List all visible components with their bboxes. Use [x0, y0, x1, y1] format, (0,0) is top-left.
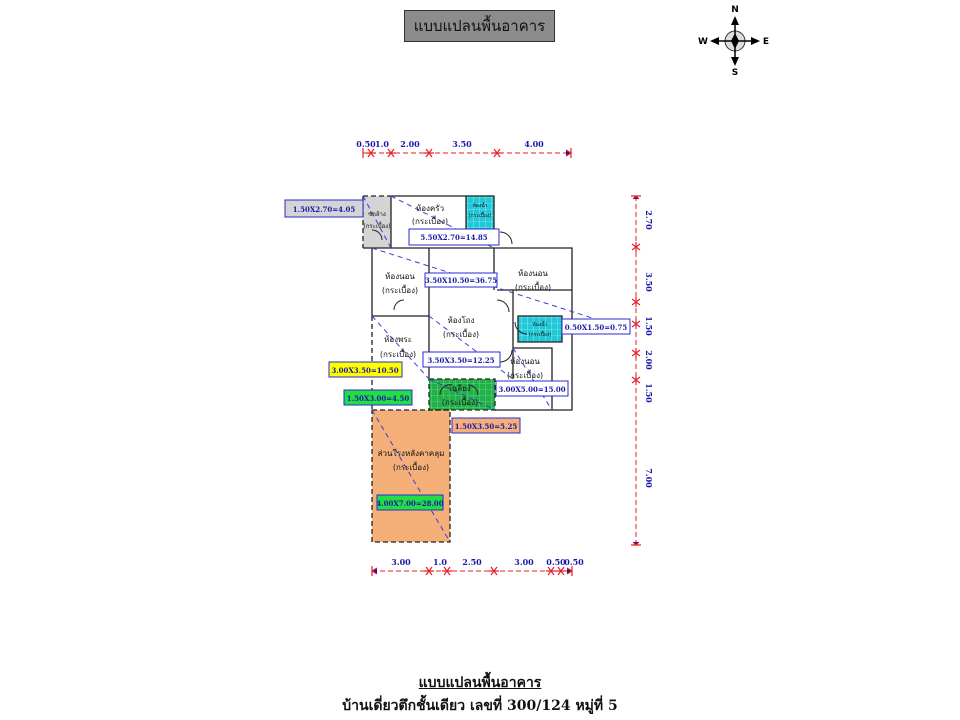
room-bath2-floor: (กระเบื้อง): [529, 329, 552, 338]
area-label-bed3: 3.00X5.00=15.00: [495, 380, 569, 397]
dim-bottom-1: 1.0: [433, 557, 447, 567]
room-bed3-floor: (กระเบื้อง): [507, 369, 543, 380]
svg-text:3.00X5.00=15.00: 3.00X5.00=15.00: [498, 385, 565, 394]
dim-right-5: 7.00: [644, 468, 654, 488]
room-kitchen-name: ห้องครัว: [416, 204, 444, 213]
footer-title: แบบแปลนพื้นอาคาร: [418, 675, 542, 691]
svg-text:1.50X2.70=4.05: 1.50X2.70=4.05: [293, 205, 356, 214]
area-label-kitchen: 5.50X2.70=14.85: [408, 228, 500, 246]
compass-w: W: [698, 37, 708, 47]
dim-bottom-5: 0.50: [564, 557, 584, 567]
dim-bottom-2: 2.50: [462, 557, 482, 567]
svg-text:3.50X10.50=36.75: 3.50X10.50=36.75: [425, 276, 497, 285]
page-title: แบบแปลนพื้นอาคาร: [404, 10, 555, 42]
svg-text:4.00X7.00=28.00: 4.00X7.00=28.00: [376, 499, 443, 508]
room-bed1-name: ห้องนอน: [385, 272, 415, 281]
room-carport-name: ส่วนโรงหลังคาคลุม: [378, 448, 445, 458]
svg-text:3.50X3.50=12.25: 3.50X3.50=12.25: [427, 356, 494, 365]
dim-bottom-0: 3.00: [391, 557, 411, 567]
room-bed3-name: ห้องนอน: [510, 357, 540, 366]
doors: [371, 229, 528, 396]
compass-e: E: [763, 37, 769, 47]
compass-s: S: [732, 68, 738, 78]
dim-top-0: 0.50: [356, 139, 376, 149]
room-carport-floor: (กระเบื้อง): [393, 461, 429, 472]
area-label-wash: 1.50X2.70=4.05: [284, 199, 364, 218]
room-living-floor: (กระเบื้อง): [443, 328, 479, 339]
area-label-workroom: 3.00X3.50=10.50: [328, 361, 403, 378]
door-swing: [499, 231, 513, 245]
room-porch-name: เฉลียง: [449, 384, 471, 393]
svg-text:5.50X2.70=14.85: 5.50X2.70=14.85: [420, 233, 487, 242]
area-diagonals: [362, 195, 631, 543]
dim-top-3: 3.50: [452, 139, 472, 149]
area-label-carport: 4.00X7.00=28.00: [376, 494, 444, 511]
dim-top-4: 4.00: [524, 139, 544, 149]
room-kitchen-floor: (กระเบื้อง): [412, 215, 448, 226]
room-workroom-name: ห้องพระ: [384, 335, 412, 344]
dimension-bottom: 3.00 1.0 2.50 3.00 0.50 0.50: [370, 557, 584, 576]
bathroom-2: [518, 316, 562, 342]
svg-text:3.00X3.50=10.50: 3.00X3.50=10.50: [331, 366, 398, 375]
compass-n: N: [731, 5, 739, 15]
area-label-central: 3.50X10.50=36.75: [424, 272, 498, 288]
room-bed1-floor: (กระเบื้อง): [382, 284, 418, 295]
svg-text:1.50X3.00=4.50: 1.50X3.00=4.50: [347, 394, 410, 403]
compass-icon: N S W E: [698, 5, 769, 78]
svg-text:0.50X1.50=0.75: 0.50X1.50=0.75: [565, 323, 628, 332]
room-bath2-name: ห้องน้ำ: [533, 319, 548, 328]
room-bed2-floor: (กระเบื้อง): [515, 281, 551, 292]
room-wash-floor: (กระเบื้อง): [363, 220, 390, 230]
dim-right-4: 1.50: [644, 383, 654, 403]
bathroom-1: [466, 196, 494, 232]
dim-top-1: 1.0: [375, 139, 389, 149]
room-bath1-floor: (กระเบื้อง): [469, 210, 492, 219]
dim-right-1: 3.50: [644, 272, 654, 292]
dimension-right: 2.70 3.50 1.50 2.00 1.50 7.00: [631, 195, 654, 546]
area-label-living: 3.50X3.50=12.25: [422, 351, 501, 368]
area-label-bath2: 0.50X1.50=0.75: [561, 318, 631, 335]
dim-right-3: 2.00: [644, 350, 654, 370]
area-label-porch: 1.50X3.50=5.25: [451, 417, 521, 434]
room-living-name: ห้องโถง: [447, 315, 474, 325]
footer-subtitle: บ้านเดี่ยวตึกชั้นเดียว เลขที่ 300/124 หม…: [342, 698, 618, 714]
svg-text:1.50X3.50=5.25: 1.50X3.50=5.25: [455, 422, 518, 431]
dim-bottom-3: 3.00: [514, 557, 534, 567]
room-wash-name: ซักล้าง: [368, 211, 386, 218]
dimension-top: 0.50 1.0 2.00 3.50 4.00: [356, 139, 573, 158]
room-workroom-floor: (กระเบื้อง): [380, 348, 416, 359]
room-bath1-name: ห้องน้ำ: [473, 200, 488, 209]
room-porch-floor: (กระเบื้อง): [442, 396, 478, 407]
dim-top-2: 2.00: [400, 139, 420, 149]
dim-right-0: 2.70: [644, 210, 654, 230]
dim-bottom-4: 0.50: [546, 557, 566, 567]
room-bed2-name: ห้องนอน: [518, 269, 548, 278]
area-label-porch-left: 1.50X3.00=4.50: [343, 389, 413, 406]
dim-right-2: 1.50: [644, 316, 654, 336]
